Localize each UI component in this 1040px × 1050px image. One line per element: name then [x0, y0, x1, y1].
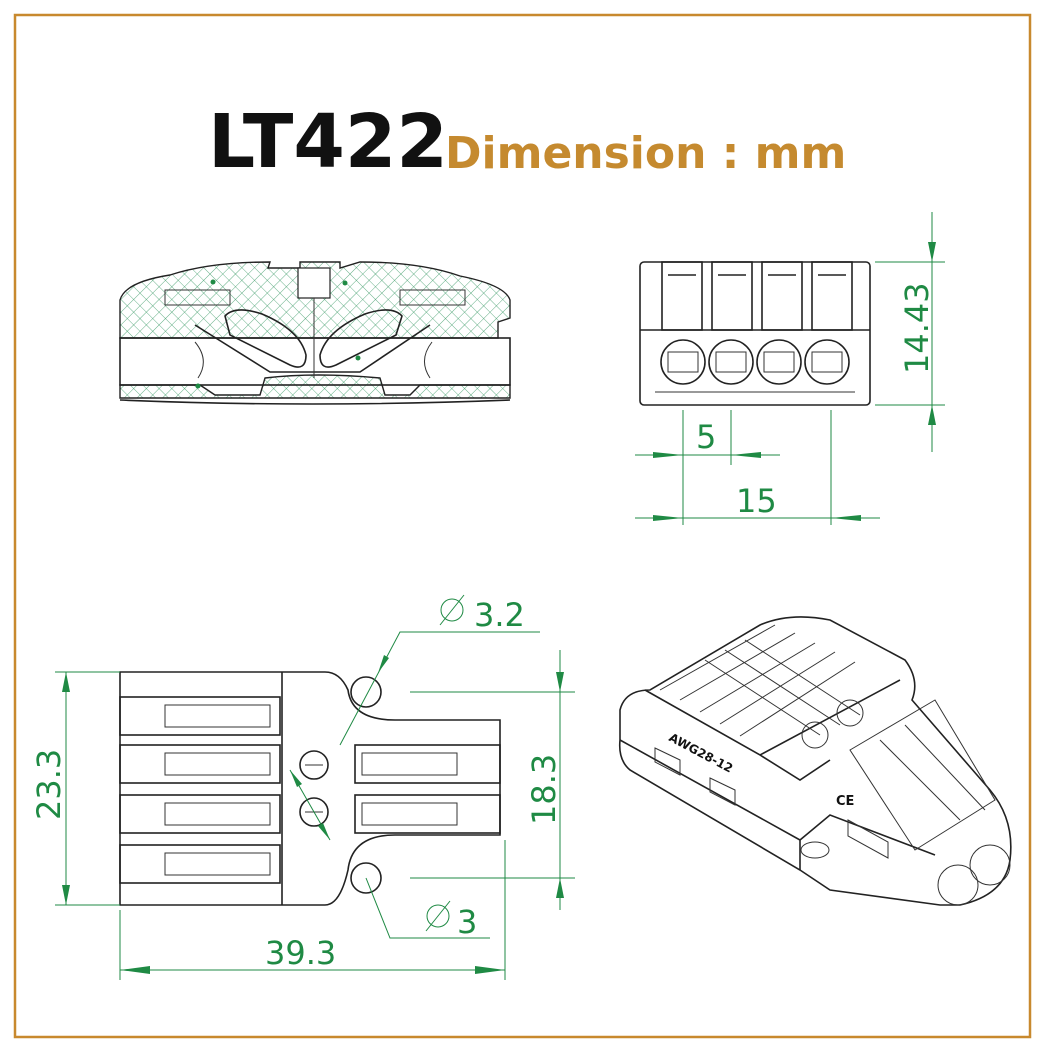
diameter-symbol-icon — [439, 594, 465, 626]
dim-hole-spacing: 18.3 — [525, 754, 563, 825]
dim-width: 23.3 — [30, 749, 68, 820]
isometric-view: AWG28-12 CE — [618, 616, 1012, 906]
dim-span: 15 — [736, 482, 777, 520]
model-title: LT422 — [208, 99, 448, 185]
dim-hole-small: 3 — [457, 903, 477, 941]
front-view-dimensions: 14.43 5 15 — [635, 212, 945, 525]
diameter-symbol-icon — [425, 900, 451, 932]
dim-length: 39.3 — [265, 934, 336, 972]
drawing-frame — [13, 13, 1032, 1039]
dim-height: 14.43 — [898, 282, 936, 374]
front-view — [639, 261, 871, 406]
ce-mark: CE — [836, 794, 854, 809]
dim-hole-large: 3.2 — [474, 596, 525, 634]
wire-gauge-label: AWG28-12 — [667, 730, 736, 775]
dimension-unit-label: Dimension : mm — [445, 128, 846, 179]
top-view — [119, 671, 501, 906]
top-view-dimensions: 3.2 3 23.3 18.3 39.3 — [30, 594, 575, 980]
section-view — [119, 261, 511, 405]
dim-pitch: 5 — [696, 418, 716, 456]
